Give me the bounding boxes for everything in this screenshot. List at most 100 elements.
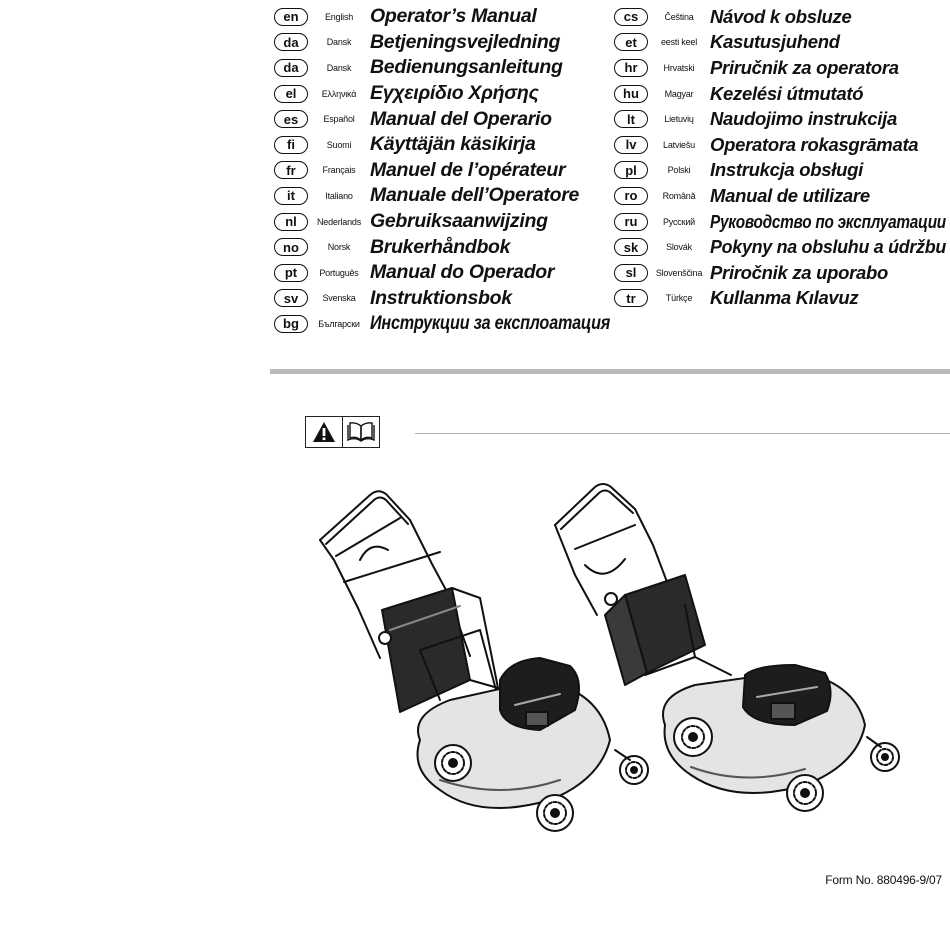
language-entry: it Italiano Manuale dell’Operatore xyxy=(274,183,614,209)
language-name: Français xyxy=(322,165,356,176)
lawn-mower-illustration xyxy=(554,483,900,812)
manual-title: Gebruiksaanwijzing xyxy=(370,210,548,233)
manual-title: Manual do Operador xyxy=(370,261,555,284)
manual-title: Operatora rokasgrāmata xyxy=(710,133,919,155)
language-entry: cs Čeština Návod k obsluze xyxy=(614,4,950,30)
language-code-badge: bg xyxy=(274,314,308,333)
language-name: Slovák xyxy=(666,242,692,253)
language-code-badge: sv xyxy=(274,289,308,308)
language-name: Čeština xyxy=(664,11,694,22)
manual-title: Betjeningsvejledning xyxy=(370,30,561,53)
language-name: English xyxy=(324,11,354,22)
language-name: Suomi xyxy=(326,139,352,150)
language-name: Español xyxy=(323,114,355,125)
language-name: eesti keel xyxy=(660,37,698,48)
language-entry: fi Suomi Käyttäjän käsikirja xyxy=(274,132,614,158)
language-code-badge: tr xyxy=(614,289,648,308)
open-book-icon xyxy=(342,417,379,447)
language-code-badge: sk xyxy=(614,238,648,257)
language-entry: et eesti keel Kasutusjuhend xyxy=(614,30,950,56)
manual-title: Bedienungsanleitung xyxy=(370,56,563,79)
language-code-badge: es xyxy=(274,110,308,129)
language-name: Dansk xyxy=(326,62,352,73)
language-code-badge: ro xyxy=(614,186,648,205)
language-entry: ro Română Manual de utilizare xyxy=(614,183,950,209)
manual-title: Pokyny na obsluhu a údržbu xyxy=(710,236,946,258)
language-code-badge: no xyxy=(274,238,308,257)
manual-title: Instrukcja obsługi xyxy=(710,159,863,181)
language-name: Български xyxy=(318,318,360,329)
safety-symbol-box xyxy=(305,416,380,448)
language-name: Polski xyxy=(667,165,691,176)
language-name: Română xyxy=(662,190,696,201)
language-code-badge: pt xyxy=(274,263,308,282)
manual-title: Operator’s Manual xyxy=(370,5,537,28)
manual-title: Priručnik za operatora xyxy=(710,56,899,78)
language-entry: da Dansk Betjeningsvejledning xyxy=(274,30,614,56)
language-entry: no Norsk Brukerhåndbok xyxy=(274,234,614,260)
header-rule xyxy=(415,433,950,434)
language-entry: hu Magyar Kezelési útmutató xyxy=(614,81,950,107)
manual-title: Käyttäjän käsikirja xyxy=(370,133,536,156)
language-entry: sk Slovák Pokyny na obsluhu a údržbu xyxy=(614,234,950,260)
language-name: Nederlands xyxy=(316,216,362,227)
language-name: Dansk xyxy=(326,37,352,48)
language-code-badge: lt xyxy=(614,110,648,129)
language-entry: el Ελληνικά Εγχειρίδιο Χρήσης xyxy=(274,81,614,107)
language-name: Русский xyxy=(663,216,695,227)
manual-title: Brukerhåndbok xyxy=(370,235,511,258)
manual-title: Manual de utilizare xyxy=(710,184,870,206)
form-number: Form No. 880496-9/07 xyxy=(825,873,942,887)
language-code-badge: nl xyxy=(274,212,308,231)
manual-title: Kezelési útmutató xyxy=(710,82,864,104)
language-name: Hrvatski xyxy=(663,62,695,73)
manual-title: Manual del Operario xyxy=(370,107,552,130)
manual-title: Инструкции за експлоатация xyxy=(370,312,611,335)
manual-title: Manuale dell’Operatore xyxy=(370,184,580,207)
manual-title: Manuel de l’opérateur xyxy=(370,158,566,181)
language-code-badge: et xyxy=(614,33,648,52)
language-entry: es Español Manual del Operario xyxy=(274,106,614,132)
language-entry: da Dansk Bedienungsanleitung xyxy=(274,55,614,81)
manual-title: Kullanma Kılavuz xyxy=(710,287,859,309)
language-code-badge: it xyxy=(274,186,308,205)
manual-title: Руководство по эксплуатации xyxy=(710,210,946,232)
language-code-badge: da xyxy=(274,58,308,77)
language-list-right: cs Čeština Návod k obsluze et eesti keel Kasu… xyxy=(614,4,950,311)
language-entry: nl Nederlands Gebruiksaanwijzing xyxy=(274,209,614,235)
language-code-badge: pl xyxy=(614,161,648,180)
language-name: Ελληνικά xyxy=(321,88,357,99)
language-code-badge: cs xyxy=(614,7,648,26)
manual-title: Priročnik za uporabo xyxy=(710,261,889,283)
language-name: Svenska xyxy=(322,293,356,304)
language-name: Italiano xyxy=(325,190,353,201)
language-name: Norsk xyxy=(327,242,351,253)
language-entry: tr Türkçe Kullanma Kılavuz xyxy=(614,286,950,312)
language-entry: fr Français Manuel de l’opérateur xyxy=(274,158,614,184)
language-code-badge: fr xyxy=(274,161,308,180)
language-code-badge: fi xyxy=(274,135,308,154)
language-entry: pt Português Manual do Operador xyxy=(274,260,614,286)
language-code-badge: da xyxy=(274,33,308,52)
language-name: Latviešu xyxy=(663,139,695,150)
lawn-mower-illustration xyxy=(319,490,649,832)
manual-title: Kasutusjuhend xyxy=(710,31,840,53)
language-name: Slovenščina xyxy=(655,267,703,278)
manual-title: Εγχειρίδιο Χρήσης xyxy=(370,82,539,105)
language-entry: pl Polski Instrukcja obsługi xyxy=(614,158,950,184)
manual-title: Návod k obsluze xyxy=(710,5,852,27)
language-code-badge: el xyxy=(274,84,308,103)
language-name: Türkçe xyxy=(665,293,693,304)
language-code-badge: hu xyxy=(614,84,648,103)
language-name: Magyar xyxy=(664,88,694,99)
language-name: Português xyxy=(319,267,359,278)
warning-triangle-icon xyxy=(306,417,342,447)
language-entry: bg Български Инструкции за експлоатация xyxy=(274,311,614,337)
